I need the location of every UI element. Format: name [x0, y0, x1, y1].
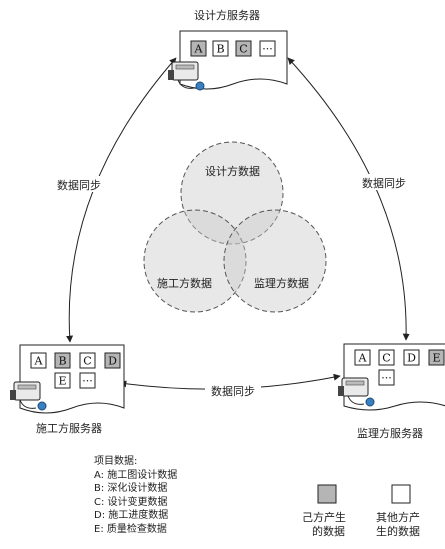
server-icon — [168, 61, 205, 91]
sync-label-right: 数据同步 — [362, 176, 406, 190]
data-cell-label: A — [358, 352, 368, 365]
data-cell — [190, 40, 207, 57]
legend-item: D: 施工进度数据 — [94, 510, 169, 521]
data-cell — [354, 349, 371, 366]
venn-label-design: 设计方数据 — [205, 164, 260, 178]
server-icon — [10, 381, 47, 411]
data-cell — [378, 349, 395, 366]
data-cell — [54, 352, 71, 369]
data-cell-label: E — [432, 352, 440, 365]
data-cell-label: ··· — [82, 375, 93, 388]
data-cell — [79, 352, 96, 369]
legend-own-swatch — [317, 484, 337, 504]
data-cell-label: A — [194, 43, 204, 56]
data-cell — [79, 372, 96, 389]
supervision-server-title: 监理方服务器 — [357, 426, 423, 440]
legend-title: 项目数据: — [94, 456, 138, 467]
supervision-server-cells: A C D E ··· — [354, 349, 445, 386]
data-cell — [104, 352, 121, 369]
data-cell — [30, 352, 47, 369]
venn-circle-construction — [143, 209, 247, 313]
data-cell — [235, 40, 252, 57]
venn-circle-design — [180, 141, 284, 245]
data-cell-label: B — [216, 43, 224, 56]
data-cell — [54, 372, 71, 389]
legend-item: A: 施工图设计数据 — [94, 469, 178, 481]
data-cell-label: D — [407, 352, 416, 365]
legend-item: C: 设计变更数据 — [94, 496, 168, 508]
data-cell-label: C — [83, 355, 91, 368]
sync-arrow-right — [287, 57, 410, 341]
data-cell-label: E — [58, 375, 66, 388]
legend-item: E: 质量检查数据 — [94, 523, 167, 535]
data-cell-label: D — [108, 355, 117, 368]
venn-label-supervision: 监理方数据 — [254, 276, 309, 290]
project-data-legend: 项目数据: A: 施工图设计数据 B: 深化设计数据 C: 设计变更数据 D: … — [94, 455, 177, 536]
legend-other-line1: 其他方产 — [376, 510, 420, 524]
legend-other-swatch — [391, 484, 411, 504]
legend-own-line2: 的数据 — [312, 524, 345, 538]
data-cell — [403, 349, 420, 366]
sync-label-bottom: 数据同步 — [211, 384, 255, 398]
legend-item: B: 深化设计数据 — [94, 483, 168, 494]
venn-circle-supervision — [223, 209, 327, 313]
construction-server-title: 施工方服务器 — [36, 421, 102, 435]
legend-other-line2: 生的数据 — [376, 524, 420, 538]
server-icon — [338, 377, 375, 407]
data-cell-label: C — [382, 352, 390, 365]
data-cell — [378, 369, 395, 386]
data-cell — [212, 40, 229, 57]
data-cell-label: C — [239, 43, 247, 56]
venn-label-construction: 施工方数据 — [157, 276, 212, 290]
legend-own-line1: 己方产生 — [302, 510, 346, 524]
data-cell-label: A — [34, 355, 44, 368]
sync-arrow-left — [66, 57, 177, 343]
data-cell — [259, 40, 276, 57]
supervision-server: A C D E ··· 监理方服务器 — [338, 343, 445, 440]
construction-server-cells: A B C D E ··· — [30, 352, 121, 389]
construction-server: A B C D E ··· 施工方服务器 — [10, 344, 125, 435]
data-cell-label: B — [58, 355, 66, 368]
data-cell-label: ··· — [381, 372, 392, 385]
design-server-title: 设计方服务器 — [194, 8, 260, 22]
data-cell-label: ··· — [262, 43, 273, 56]
data-cell — [428, 349, 445, 366]
sync-label-left: 数据同步 — [57, 178, 101, 192]
